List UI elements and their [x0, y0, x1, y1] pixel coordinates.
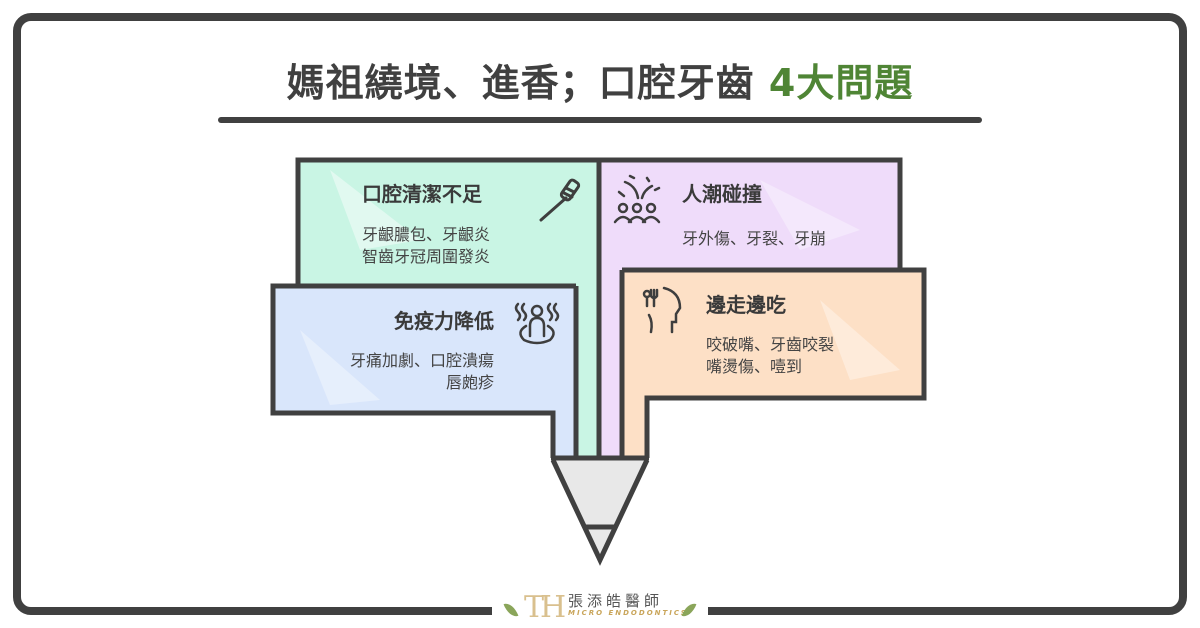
panel-line: 牙齦膿包、牙齦炎: [362, 225, 491, 244]
logo-name: 張添皓醫師: [568, 592, 664, 610]
panel-heading-oral-hygiene: 口腔清潔不足: [362, 182, 482, 206]
panel-body-oral-hygiene: 牙齦膿包、牙齦炎 智齒牙冠周圍發炎: [362, 224, 490, 268]
brand-logo: TH 張添皓醫師 MICRO ENDODONTICS: [492, 588, 708, 628]
panel-line: 牙外傷、牙裂、牙崩: [682, 229, 827, 248]
panel-line: 咬破嘴、牙齒咬裂: [706, 335, 835, 354]
panel-line: 嘴燙傷、噎到: [706, 357, 803, 376]
panel-line: 牙痛加劇、口腔潰瘍: [349, 351, 494, 370]
logo-mark: TH: [524, 590, 566, 625]
title-main: 媽祖繞境、進香；口腔牙齒: [286, 61, 755, 105]
leaf-icon: [681, 600, 697, 620]
person-heat-icon: [514, 302, 560, 345]
panel-line: 智齒牙冠周圍發炎: [362, 247, 491, 266]
panel-body-immunity: 牙痛加劇、口腔潰瘍 唇皰疹: [300, 350, 494, 394]
panel-heading-eating-walking: 邊走邊吃: [706, 293, 786, 317]
logo-subtitle: MICRO ENDODONTICS: [568, 609, 688, 617]
panel-body-eating-walking: 咬破嘴、牙齒咬裂 嘴燙傷、噎到: [706, 334, 834, 378]
leaf-icon: [503, 600, 519, 620]
title-accent: 4大問題: [768, 61, 914, 105]
title-underline: [218, 117, 982, 123]
eating-head-icon: [642, 286, 682, 334]
panel-heading-immunity: 免疫力降低: [394, 309, 494, 333]
panel-outlines: [270, 157, 927, 566]
panel-heading-crowd-collision: 人潮碰撞: [682, 182, 762, 206]
panel-line: 唇皰疹: [445, 373, 494, 392]
toothbrush-icon: [539, 178, 581, 222]
panel-body-crowd-collision: 牙外傷、牙裂、牙崩: [682, 228, 826, 250]
panel-fills: [273, 160, 924, 560]
crowd-impact-icon: [613, 174, 661, 224]
page-title: 媽祖繞境、進香；口腔牙齒 4大問題: [0, 52, 1200, 107]
